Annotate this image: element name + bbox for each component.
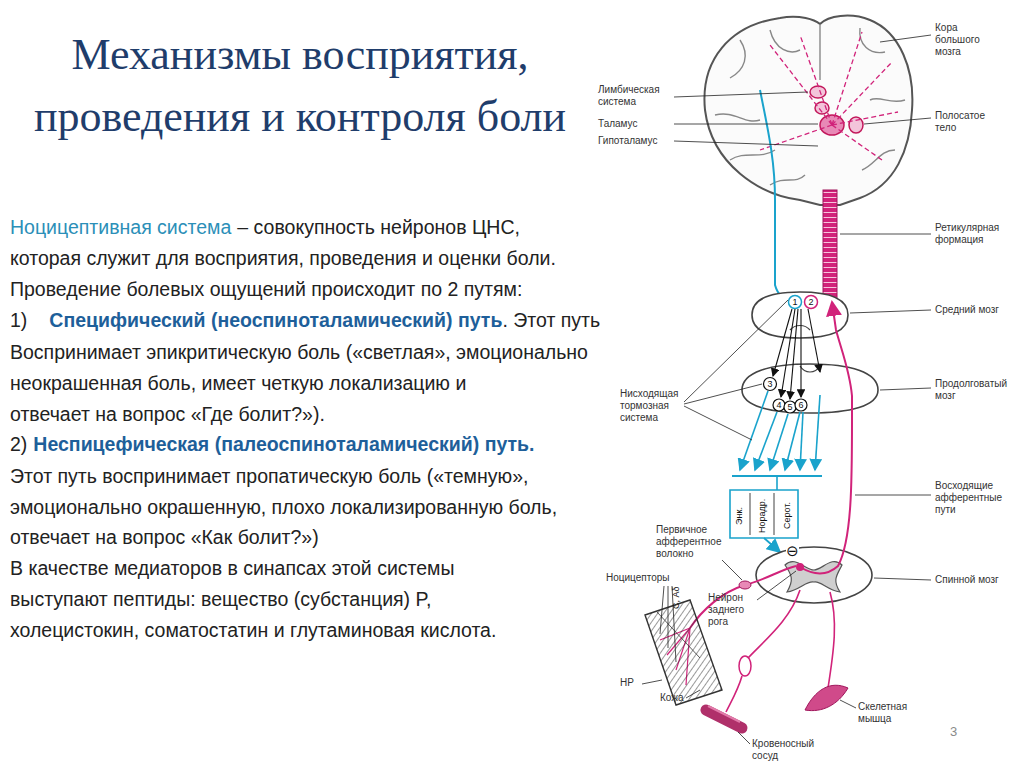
structure-label: Ноцицепторы: [606, 572, 674, 584]
mediator-label: Энк.: [734, 507, 744, 525]
structure-label: Кровеносный сосуд: [752, 738, 820, 762]
structure-label: Кожа: [660, 692, 690, 704]
callout-number: 4: [774, 399, 784, 411]
inhibition-sign: ⊖: [786, 543, 799, 559]
body-text: Специфический (неоспиноталамический) пут…: [49, 309, 502, 331]
mediator-label: Серот.: [782, 503, 792, 530]
structure-label: Лимбическая система: [598, 84, 670, 108]
structure-label: Кора большого мозга: [935, 22, 997, 58]
body-line: отвечает на вопрос «Где болит?»).: [10, 402, 325, 426]
body-line: Этот путь воспринимает пропатическую бол…: [10, 464, 528, 488]
callout-number: 1: [790, 296, 800, 308]
body-text: эмоционально окрашенную, плохо локализир…: [10, 496, 557, 518]
structure-label: Гипоталамус: [598, 135, 670, 147]
body-text: отвечает на вопрос «Где болит?»).: [10, 403, 325, 425]
body-line: 2) Неспицефическая (палеоспиноталамически…: [10, 432, 534, 456]
callout-number: 5: [785, 401, 795, 413]
callout-number: 6: [796, 399, 806, 411]
structure-label: Нейрон заднего рога: [708, 592, 758, 628]
body-text: – совокупность нейронов ЦНС,: [237, 216, 520, 238]
structure-label: Скелетная мышца: [858, 701, 920, 725]
body-text: которая служит для восприятия, проведени…: [10, 247, 556, 269]
body-text: Неспицефическая (палеоспиноталамический)…: [33, 433, 534, 455]
structure-label: Восходящие афферентные пути: [935, 480, 1013, 516]
body-line: которая служит для восприятия, проведени…: [10, 246, 556, 270]
mediator-label: Норадр.: [757, 499, 767, 533]
structure-label: НР: [620, 677, 640, 689]
body-text: 1): [10, 309, 27, 331]
body-text: холецистокин, соматостатин и глутаминова…: [10, 619, 496, 641]
structure-label: Ретикулярная формация: [935, 222, 1015, 246]
fiber-label: С, Аδ: [671, 587, 681, 610]
slide-title: Механизмы восприятия, проведения и контр…: [0, 24, 600, 148]
structure-label: Таламус: [598, 118, 670, 130]
body-text: Проведение болевых ощущений происходит п…: [10, 278, 522, 300]
page-number: 3: [950, 724, 970, 739]
callout-number: 3: [765, 378, 775, 390]
body-text: выступают пептиды: вещество (субстанция)…: [10, 588, 431, 610]
body-line: эмоционально окрашенную, плохо локализир…: [10, 495, 557, 519]
structure-label: Продолговатый мозг: [935, 378, 1015, 402]
body-line: неокрашенная боль, имеет четкую локализа…: [10, 371, 466, 395]
structure-label: Средний мозг: [935, 304, 1019, 316]
body-text: Этот путь воспринимает пропатическую бол…: [10, 465, 528, 487]
structure-label: Спинной мозг: [935, 574, 1019, 586]
body-text: отвечает на вопрос «Как болит?»): [10, 526, 319, 548]
body-line: Проведение болевых ощущений происходит п…: [10, 277, 522, 301]
body-line: В качестве медиаторов в синапсах этой си…: [10, 556, 455, 580]
body-text: Воспринимает эпикритическую боль («светл…: [10, 341, 588, 363]
callout-number: 2: [806, 296, 816, 308]
body-text: неокрашенная боль, имеет четкую локализа…: [10, 372, 466, 394]
structure-label: Первичное афферентное волокно: [656, 524, 728, 560]
body-text: В качестве медиаторов в синапсах этой си…: [10, 557, 455, 579]
body-text: . Этот путь: [502, 309, 600, 331]
body-text: 2): [10, 433, 27, 455]
structure-label: Полосатое тело: [935, 110, 997, 134]
body-line: отвечает на вопрос «Как болит?»): [10, 525, 319, 549]
body-line: Ноцицептивная система – совокупность нейр…: [10, 215, 520, 239]
body-text: Ноцицептивная система: [10, 216, 231, 238]
body-line: выступают пептиды: вещество (субстанция)…: [10, 587, 431, 611]
body-line: 1) Специфический (неоспиноталамический) п…: [10, 308, 600, 332]
body-line: холецистокин, соматостатин и глутаминова…: [10, 618, 496, 642]
structure-label: Нисходящая тормозная система: [620, 388, 682, 424]
body-line: Воспринимает эпикритическую боль («светл…: [10, 340, 588, 364]
